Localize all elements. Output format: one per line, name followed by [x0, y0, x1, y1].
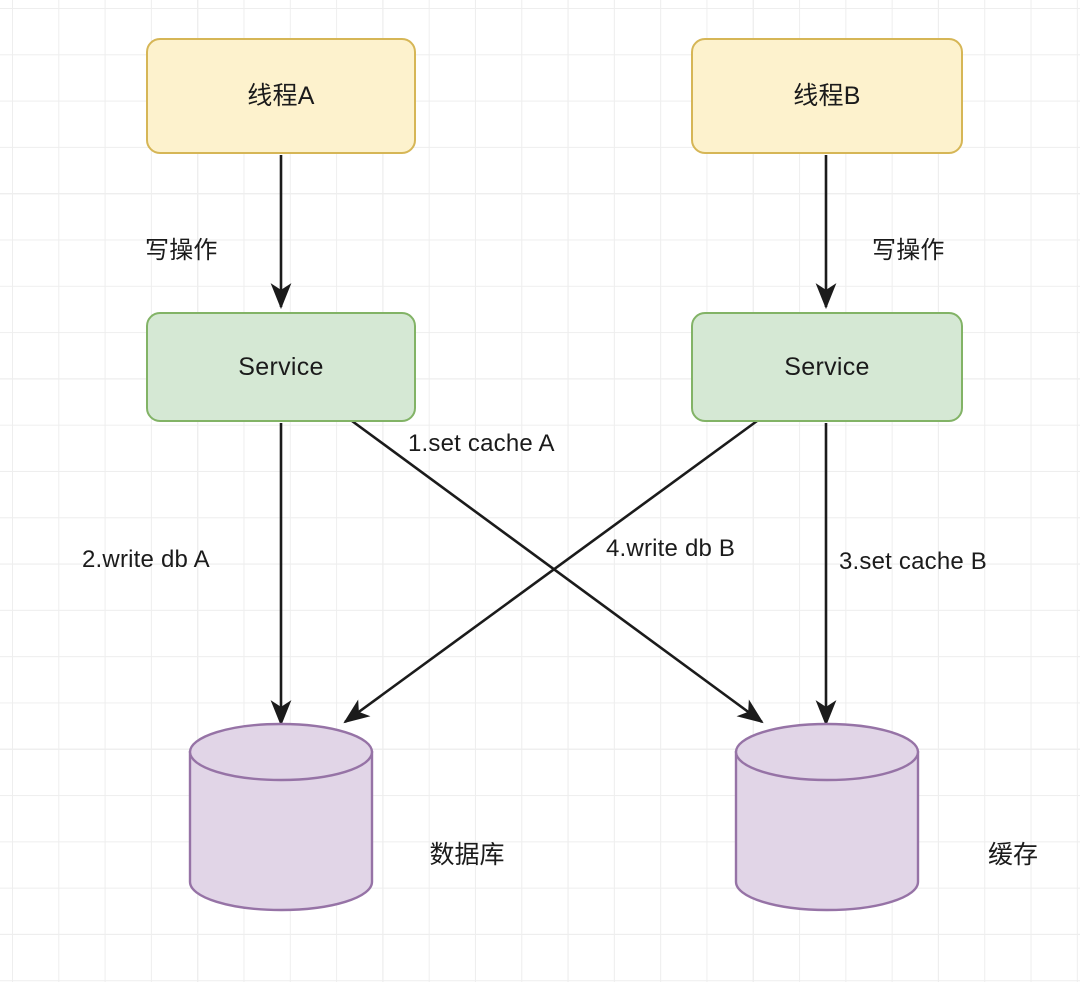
- database-cylinder-shape: [188, 722, 374, 912]
- node-service-b[interactable]: Service: [691, 312, 963, 422]
- node-database-label: 数据库: [429, 841, 505, 869]
- node-thread-b-label: 线程B: [793, 82, 861, 110]
- edge-label-set-cache-b: 3.set cache B: [839, 548, 988, 575]
- node-database[interactable]: 数据库: [188, 722, 505, 912]
- node-thread-b[interactable]: 线程B: [691, 38, 963, 154]
- node-cache-label: 缓存: [987, 841, 1038, 869]
- node-service-b-label: Service: [784, 353, 870, 381]
- node-service-a[interactable]: Service: [146, 312, 416, 422]
- edge-label-write-db-a: 2.write db A: [82, 546, 210, 573]
- edge-label-write-db-b: 4.write db B: [606, 535, 736, 562]
- cache-cylinder-shape: [734, 722, 920, 912]
- edge-label-write-op-b: 写操作: [872, 237, 945, 264]
- node-service-a-label: Service: [238, 353, 324, 381]
- node-thread-a-label: 线程A: [247, 82, 315, 110]
- edge-label-write-op-a: 写操作: [145, 237, 218, 264]
- node-thread-a[interactable]: 线程A: [146, 38, 416, 154]
- edge-service-b-to-database: [343, 419, 758, 724]
- edge-label-set-cache-a: 1.set cache A: [408, 430, 555, 457]
- node-cache[interactable]: 缓存: [734, 722, 1038, 912]
- edge-service-a-to-cache: [351, 419, 764, 724]
